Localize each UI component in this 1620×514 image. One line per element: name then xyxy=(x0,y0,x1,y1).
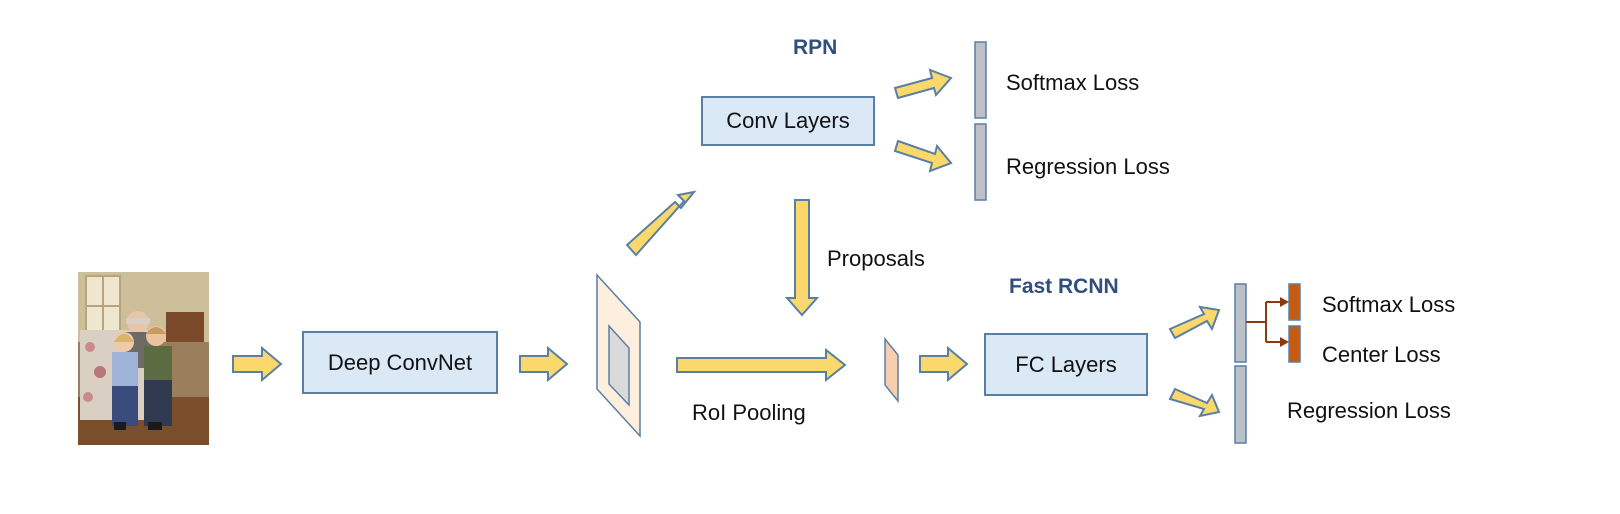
center-loss-bar-orange xyxy=(1288,325,1301,363)
softmax-loss-bar-orange xyxy=(1288,283,1301,321)
arrow-fc-to-classification xyxy=(1168,305,1221,340)
rpn-title: RPN xyxy=(793,36,838,59)
arrow-roi-to-fc xyxy=(919,345,969,383)
arrow-proposals xyxy=(784,199,820,317)
deep-convnet-box: Deep ConvNet xyxy=(302,331,498,394)
branch-arrowhead-softmax xyxy=(1280,297,1289,307)
arrow-rpn-to-softmax xyxy=(893,68,953,100)
rpn-softmax-bar xyxy=(974,41,987,119)
arrow-featuremap-to-rpn xyxy=(625,190,697,257)
arrow-convnet-to-featuremap xyxy=(519,345,569,383)
branch-arrowhead-center xyxy=(1280,337,1289,347)
fast-rcnn-regression-loss-label: Regression Loss xyxy=(1287,398,1451,423)
rpn-regression-loss-label: Regression Loss xyxy=(1006,154,1170,179)
conv-layers-label: Conv Layers xyxy=(726,108,850,133)
rpn-softmax-loss-label: Softmax Loss xyxy=(1006,70,1140,95)
feature-map-roi xyxy=(608,324,630,407)
rpn-conv-layers-box: Conv Layers xyxy=(701,96,875,146)
fast-rcnn-title: Fast RCNN xyxy=(1009,275,1119,298)
arrow-rpn-to-regression xyxy=(893,139,953,173)
input-image xyxy=(78,272,209,445)
roi-feature xyxy=(884,336,899,404)
rpn-regression-bar xyxy=(974,123,987,201)
fast-rcnn-cls-bar xyxy=(1234,283,1247,363)
deep-convnet-label: Deep ConvNet xyxy=(327,349,473,375)
arrow-roi-pooling xyxy=(676,347,847,383)
roi-pooling-label: RoI Pooling xyxy=(692,400,806,425)
fast-rcnn-softmax-loss-label: Softmax Loss xyxy=(1322,292,1456,317)
proposals-label: Proposals xyxy=(827,246,925,271)
center-loss-label: Center Loss xyxy=(1322,342,1441,367)
arrow-image-to-convnet xyxy=(232,345,283,383)
arrow-fc-to-regression xyxy=(1168,387,1221,418)
branch-connector xyxy=(1246,301,1280,343)
fc-layers-label: FC Layers xyxy=(1015,351,1117,377)
fc-layers-box: FC Layers xyxy=(984,333,1148,396)
fast-rcnn-regression-bar xyxy=(1234,365,1247,444)
